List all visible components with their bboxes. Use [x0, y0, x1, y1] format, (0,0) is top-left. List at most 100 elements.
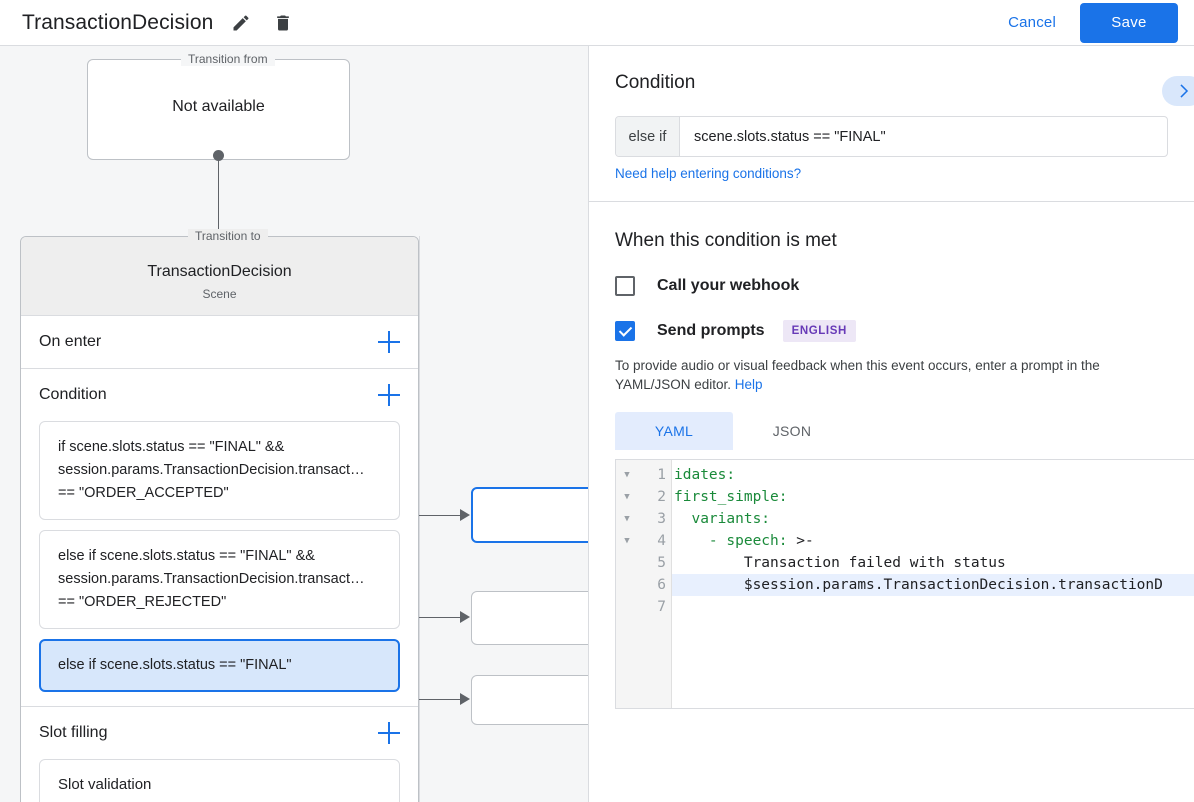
- condition-input[interactable]: [680, 117, 1167, 156]
- help-link[interactable]: Help: [734, 377, 763, 392]
- page-title: TransactionDecision: [22, 10, 214, 34]
- fold-toggle-icon[interactable]: ▼: [624, 470, 630, 480]
- transition-to-legend: Transition to: [188, 229, 268, 243]
- trash-icon: [277, 15, 290, 30]
- call-webhook-checkbox[interactable]: [615, 276, 635, 296]
- condition-item[interactable]: else if scene.slots.status == "FINAL" &&…: [39, 530, 400, 629]
- yaml-key: idates:: [674, 467, 736, 483]
- add-on-enter-button[interactable]: [378, 331, 400, 353]
- section-condition: Condition if scene.slots.status == "FINA…: [21, 369, 418, 707]
- yaml-value: >-: [787, 533, 814, 549]
- pencil-icon: [233, 14, 249, 30]
- transition-arrow-line: [218, 155, 219, 261]
- send-prompts-row[interactable]: Send prompts ENGLISH: [615, 320, 1194, 342]
- line-number: 1: [657, 467, 666, 483]
- edge-line-2: [400, 617, 462, 618]
- yaml-key: first_simple:: [674, 489, 788, 505]
- tab-json[interactable]: JSON: [772, 423, 812, 439]
- panel-divider: [589, 201, 1194, 202]
- section-label-slot-filling: Slot filling: [39, 724, 108, 741]
- edit-name-button[interactable]: [227, 9, 255, 37]
- yaml-value: $session.params.TransactionDecision.tran…: [743, 577, 1163, 593]
- call-webhook-row[interactable]: Call your webhook: [615, 276, 1194, 296]
- section-header-slot-filling: Slot filling: [21, 707, 418, 759]
- slot-validation-item[interactable]: Slot validation: [39, 759, 400, 802]
- target-card-3[interactable]: [471, 675, 588, 725]
- condition-editor-row: else if: [615, 116, 1168, 157]
- flow-canvas[interactable]: Transition from Not available Transition…: [0, 46, 588, 802]
- section-header-on-enter: On enter: [21, 316, 418, 368]
- target-card-2[interactable]: [471, 591, 588, 645]
- yaml-value: Transaction failed with status: [743, 555, 1006, 571]
- condition-item[interactable]: else if scene.slots.status == "FINAL": [39, 639, 400, 692]
- send-prompts-checkbox[interactable]: [615, 321, 635, 341]
- code-line[interactable]: Transaction failed with status: [672, 552, 1194, 574]
- code-line[interactable]: [672, 596, 1194, 618]
- code-line[interactable]: - speech: >-: [672, 530, 1194, 552]
- yaml-key: variants:: [691, 511, 771, 527]
- fold-toggle-icon[interactable]: ▼: [624, 492, 630, 502]
- target-card-1[interactable]: [471, 487, 588, 543]
- tab-yaml[interactable]: YAML: [615, 412, 733, 450]
- fold-spacer: [616, 552, 638, 574]
- code-line[interactable]: variants:: [672, 508, 1194, 530]
- section-label-condition: Condition: [39, 386, 107, 403]
- add-condition-button[interactable]: [378, 384, 400, 406]
- line-number: 6: [657, 577, 666, 593]
- send-prompts-label: Send prompts: [657, 322, 765, 339]
- editor-code-area[interactable]: idates: first_simple: variants: - speech:…: [672, 460, 1194, 708]
- section-header-condition: Condition: [21, 369, 418, 421]
- edge-line-1: [400, 515, 462, 516]
- edge-arrow-2: [460, 611, 470, 623]
- canvas-rail: [419, 236, 420, 802]
- line-number: 4: [657, 533, 666, 549]
- code-line[interactable]: $session.params.TransactionDecision.tran…: [672, 574, 1194, 596]
- condition-help-link[interactable]: Need help entering conditions?: [615, 166, 802, 181]
- section-on-enter: On enter: [21, 316, 418, 369]
- edge-arrow-3: [460, 693, 470, 705]
- section-slot-filling: Slot filling Slot validation: [21, 707, 418, 802]
- yaml-key: - speech:: [708, 533, 788, 549]
- prompts-description: To provide audio or visual feedback when…: [615, 356, 1168, 394]
- cancel-button[interactable]: Cancel: [994, 6, 1070, 39]
- delete-button[interactable]: [269, 9, 297, 37]
- line-number: 5: [657, 555, 666, 571]
- transition-from-card: Transition from Not available: [87, 52, 350, 160]
- condition-list: if scene.slots.status == "FINAL" && sess…: [21, 421, 418, 706]
- line-number: 3: [657, 511, 666, 527]
- fold-toggle-icon[interactable]: ▼: [624, 536, 630, 546]
- save-button[interactable]: Save: [1080, 2, 1178, 43]
- fold-spacer: [616, 574, 638, 596]
- format-tabs: YAML JSON: [615, 412, 1194, 450]
- section-label-on-enter: On enter: [39, 333, 102, 350]
- line-number: 7: [657, 599, 666, 615]
- language-badge: ENGLISH: [782, 320, 856, 342]
- fold-spacer: [616, 596, 638, 618]
- details-panel: Condition else if Need help entering con…: [588, 46, 1194, 802]
- transition-from-legend: Transition from: [181, 52, 275, 66]
- top-bar: TransactionDecision Cancel Save: [0, 0, 1194, 46]
- panel-title: Condition: [615, 72, 696, 93]
- line-number: 2: [657, 489, 666, 505]
- scene-card: Transition to TransactionDecision Scene …: [20, 229, 419, 802]
- code-line[interactable]: first_simple:: [672, 486, 1194, 508]
- add-slot-filling-button[interactable]: [378, 722, 400, 744]
- edge-arrow-1: [460, 509, 470, 521]
- code-editor[interactable]: ▼ ▼ ▼ ▼ 1 2 3 4 5 6 7 idates: first_simple: varian…: [615, 459, 1194, 709]
- when-condition-met-title: When this condition is met: [615, 230, 837, 251]
- scene-title: TransactionDecision: [147, 263, 292, 280]
- fold-toggle-icon[interactable]: ▼: [624, 514, 630, 524]
- transition-from-value: Not available: [172, 98, 265, 115]
- scene-subtitle: Scene: [202, 287, 237, 301]
- condition-item[interactable]: if scene.slots.status == "FINAL" && sess…: [39, 421, 400, 520]
- editor-fold-column[interactable]: ▼ ▼ ▼ ▼: [616, 460, 638, 708]
- editor-line-numbers: 1 2 3 4 5 6 7: [638, 460, 672, 708]
- prompts-description-text: To provide audio or visual feedback when…: [615, 358, 1100, 392]
- collapse-panel-button[interactable]: [1162, 76, 1194, 106]
- call-webhook-label: Call your webhook: [657, 277, 800, 294]
- slot-filling-list: Slot validation: [21, 759, 418, 802]
- edge-line-3: [400, 699, 462, 700]
- code-line[interactable]: idates:: [672, 464, 1194, 486]
- condition-operator: else if: [616, 117, 680, 156]
- chevron-right-icon: [1180, 84, 1189, 98]
